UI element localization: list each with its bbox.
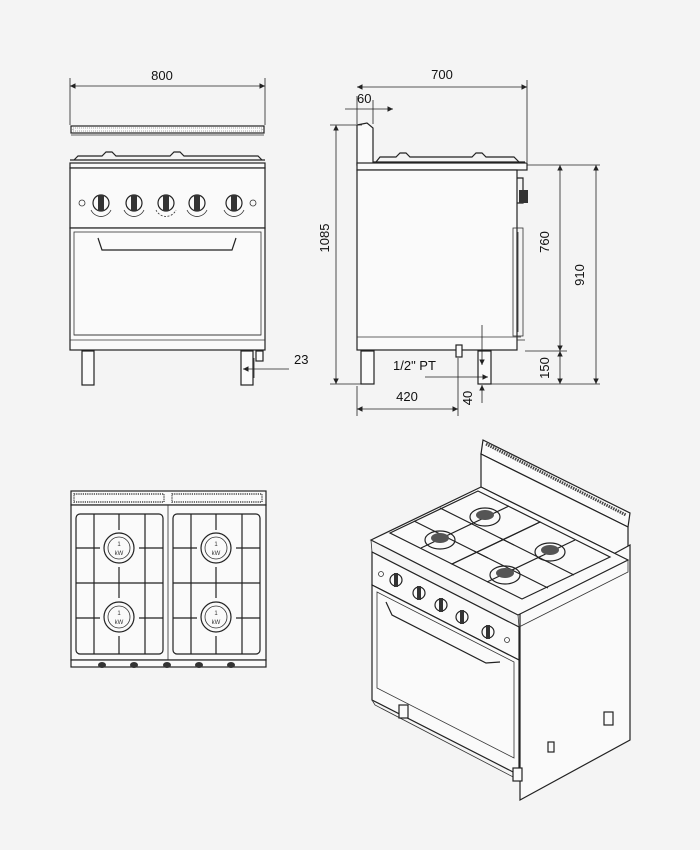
iso-knobs (378, 571, 510, 643)
front-width-label: 800 (151, 68, 173, 83)
knob-1-icon (90, 194, 112, 217)
iso-leg-2 (512, 767, 523, 782)
knob-4-icon (186, 194, 208, 217)
total-height-label: 1085 (317, 224, 332, 253)
iso-leg-3 (603, 711, 614, 726)
splash-depth-label: 60 (357, 91, 371, 106)
front-oven-body (69, 227, 266, 351)
burner-icon-2: 1 kW (200, 532, 232, 564)
isometric-view (369, 439, 631, 802)
svg-text:kW: kW (115, 620, 124, 626)
side-knob-icon (519, 190, 528, 203)
front-burner-grate-profile (73, 151, 263, 161)
iso-burner-icon-4 (534, 542, 566, 562)
top-grate-right (172, 513, 261, 655)
front-oven-handle (97, 237, 237, 251)
knob-2-icon (123, 194, 145, 217)
inlet-height-label: 40 (460, 391, 475, 405)
top-knobs (98, 662, 235, 668)
svg-text:kW: kW (115, 551, 124, 557)
top-view: 1 kW 1 kW 1 kW 1 kW (70, 490, 267, 668)
burner-icon-3: 1 kW (103, 601, 135, 633)
svg-text:1: 1 (214, 542, 218, 548)
front-leg-left (81, 350, 95, 386)
knob-5-icon (223, 194, 245, 217)
side-grate-profile (375, 152, 520, 163)
iso-burner-icon-1 (424, 530, 456, 550)
burner-icon-4: 1 kW (200, 601, 232, 633)
inlet-depth-label: 420 (396, 389, 418, 404)
svg-text:kW: kW (212, 620, 221, 626)
oven-height-label: 760 (537, 231, 552, 253)
side-body (356, 169, 518, 351)
front-leg-right (240, 350, 254, 386)
front-splash (70, 125, 265, 134)
top-splash (70, 490, 267, 506)
top-grate-left (75, 513, 164, 655)
svg-text:1: 1 (214, 611, 218, 617)
side-splash (356, 122, 374, 166)
side-depth-label: 700 (431, 67, 453, 82)
ignition-button-icon (78, 199, 86, 207)
knob-3-icon (155, 194, 177, 217)
iso-burner-icon-2 (469, 507, 501, 527)
svg-text:kW: kW (212, 551, 221, 557)
body-height-label: 910 (572, 264, 587, 286)
leg-height-label: 150 (537, 357, 552, 379)
front-view: 800 (69, 68, 308, 386)
burner-icon-1: 1 kW (103, 532, 135, 564)
iso-burner-icon-3 (489, 565, 521, 585)
svg-text:1: 1 (117, 542, 121, 548)
iso-leg-1 (398, 704, 409, 719)
side-view: 700 60 1085 760 (317, 67, 600, 416)
leg-offset-label: 23 (294, 352, 308, 367)
svg-text:1: 1 (117, 611, 121, 617)
gas-inlet-label: 1/2" PT (393, 358, 436, 373)
